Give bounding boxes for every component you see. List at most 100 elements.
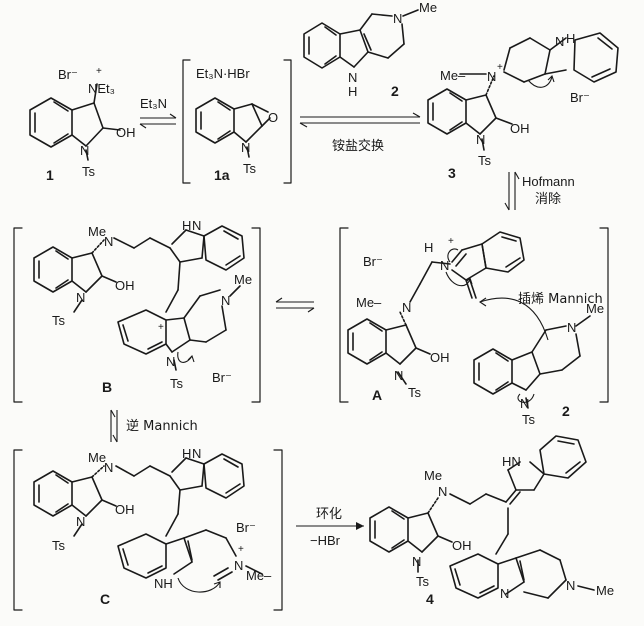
indole-h-c-label: H bbox=[182, 446, 191, 461]
intermediate-a-label: A bbox=[372, 387, 382, 403]
iminium-n-a-label: N bbox=[440, 258, 449, 273]
bracket-a bbox=[339, 227, 609, 403]
plus-charge: + bbox=[96, 66, 102, 77]
nitrogen-label: N bbox=[80, 143, 89, 158]
hydroxyl-4-label: OH bbox=[452, 538, 472, 553]
nitrogen-b-label: N bbox=[76, 290, 85, 305]
methyl-3-label: Me– bbox=[440, 68, 466, 83]
retro-mannich-label: 逆 Mannich bbox=[126, 418, 198, 434]
hydroxyl-label: OH bbox=[116, 125, 136, 140]
intermediate-a-structure bbox=[347, 231, 591, 409]
methyl-b-label: Me bbox=[88, 224, 106, 239]
nitrogen-c-label: N bbox=[76, 514, 85, 529]
intermediate-c-label: C bbox=[100, 591, 110, 607]
tosyl-3-label: Ts bbox=[478, 153, 492, 168]
amine-n-b-label: N bbox=[104, 234, 113, 249]
nitrogen-b2-label: N bbox=[166, 354, 175, 369]
indole-nh-3-label: H bbox=[566, 31, 575, 46]
indole-hn-b-label: H bbox=[182, 218, 191, 233]
equilibrium-arrow-2 bbox=[299, 112, 421, 128]
indole-n-3-label: N bbox=[555, 34, 564, 49]
ene-mannich-label: 插烯 Mannich bbox=[518, 292, 603, 307]
equilibrium-arrow-bc bbox=[110, 409, 118, 443]
nitrogen-2-label: N bbox=[393, 11, 402, 26]
nitrogen-3-label: N bbox=[476, 132, 485, 147]
tosyl-2b-label: Ts bbox=[522, 412, 536, 427]
plus-charge-c: + bbox=[238, 544, 244, 555]
plus-charge-a: + bbox=[448, 236, 454, 247]
methyl-4b-label: Me bbox=[596, 583, 614, 598]
product-4-structure bbox=[369, 435, 595, 599]
methyl-4-label: Me bbox=[424, 468, 442, 483]
bromide-label: Br⁻ bbox=[58, 67, 78, 82]
cyclization-arrow bbox=[296, 522, 364, 530]
epoxide-oxygen-label: O bbox=[268, 110, 278, 125]
indole-nh-c2-label: NH bbox=[154, 576, 173, 591]
compound-3-structure bbox=[427, 32, 619, 151]
indole-h-label: H bbox=[348, 84, 357, 99]
bracket-c bbox=[13, 449, 283, 611]
equilibrium-arrow-1 bbox=[139, 113, 177, 129]
nitrogen-4-label: N bbox=[412, 554, 421, 569]
intermediate-b-structure bbox=[33, 225, 245, 371]
compound-1a-label: 1a bbox=[214, 167, 230, 183]
piperidine-n-b-label: N bbox=[221, 293, 230, 308]
equilibrium-arrow-hofmann bbox=[504, 171, 520, 211]
amine-n-a-label: N bbox=[402, 300, 411, 315]
hofmann-label: Hofmann bbox=[522, 174, 575, 189]
tosyl-c-label: Ts bbox=[52, 538, 66, 553]
ammonium-n-3-label: N bbox=[487, 69, 496, 84]
plus-charge-b: + bbox=[158, 322, 164, 333]
indole-hn-4-label: HN bbox=[502, 454, 521, 469]
nitrogen-a-label: N bbox=[394, 368, 403, 383]
tosyl-4-label: Ts bbox=[416, 574, 430, 589]
indole-n-b-label: N bbox=[192, 218, 201, 233]
compound-1-structure bbox=[29, 83, 121, 161]
compound-2b-label: 2 bbox=[562, 403, 570, 419]
piperazine-n-4-label: N bbox=[566, 578, 575, 593]
triethylammonium-label: NEt₃ bbox=[88, 81, 115, 96]
product-4-label: 4 bbox=[426, 591, 434, 607]
compound-1-label: 1 bbox=[46, 167, 54, 183]
indole-n-c-label: N bbox=[192, 446, 201, 461]
methyl-c2-label: Me– bbox=[246, 568, 272, 583]
ammonium-exchange-label: 铵盐交换 bbox=[332, 138, 384, 154]
indole-n-4b-label: N bbox=[500, 586, 509, 601]
plus-charge-3: + bbox=[497, 62, 503, 73]
bromide-b-label: Br⁻ bbox=[212, 370, 232, 385]
bracket-b bbox=[13, 227, 261, 403]
nitrogen-1a-label: N bbox=[241, 140, 250, 155]
methyl-2-label: Me bbox=[419, 0, 437, 15]
methyl-b2-label: Me bbox=[234, 272, 252, 287]
methyl-a-label: Me– bbox=[356, 295, 382, 310]
intermediate-b-label: B bbox=[102, 379, 112, 395]
bromide-c-label: Br⁻ bbox=[236, 520, 256, 535]
indole-n-2b-label: N bbox=[520, 396, 529, 411]
methyl-c-label: Me bbox=[88, 450, 106, 465]
tosyl-label: Ts bbox=[82, 164, 96, 179]
compound-2-label: 2 bbox=[391, 83, 399, 99]
compound-2-structure bbox=[303, 9, 419, 69]
amine-n-c-label: N bbox=[104, 460, 113, 475]
reagent-et3n: Et₃N bbox=[140, 96, 167, 111]
hydroxyl-3-label: OH bbox=[510, 121, 530, 136]
hydroxyl-c-label: OH bbox=[115, 502, 135, 517]
compound-3-label: 3 bbox=[448, 165, 456, 181]
intermediate-c-structure bbox=[33, 453, 263, 593]
amine-n-4-label: N bbox=[438, 484, 447, 499]
hydroxyl-b-label: OH bbox=[115, 278, 135, 293]
bromide-a-label: Br⁻ bbox=[363, 254, 383, 269]
cyclization-label: 环化 bbox=[316, 507, 342, 522]
minus-hbr-label: −HBr bbox=[310, 533, 341, 548]
tosyl-1a-label: Ts bbox=[243, 161, 257, 176]
tosyl-b-label: Ts bbox=[52, 313, 66, 328]
hydroxyl-a-label: OH bbox=[430, 350, 450, 365]
tosyl-a-label: Ts bbox=[408, 385, 422, 400]
methyl-2b-label: Me bbox=[586, 301, 604, 316]
indole-n-label: N bbox=[348, 70, 357, 85]
et3n-hbr-label: Et₃N·HBr bbox=[196, 66, 250, 81]
elimination-label: 消除 bbox=[535, 192, 561, 207]
equilibrium-arrow-ab bbox=[275, 297, 315, 313]
iminium-n-c-label: N bbox=[234, 558, 243, 573]
